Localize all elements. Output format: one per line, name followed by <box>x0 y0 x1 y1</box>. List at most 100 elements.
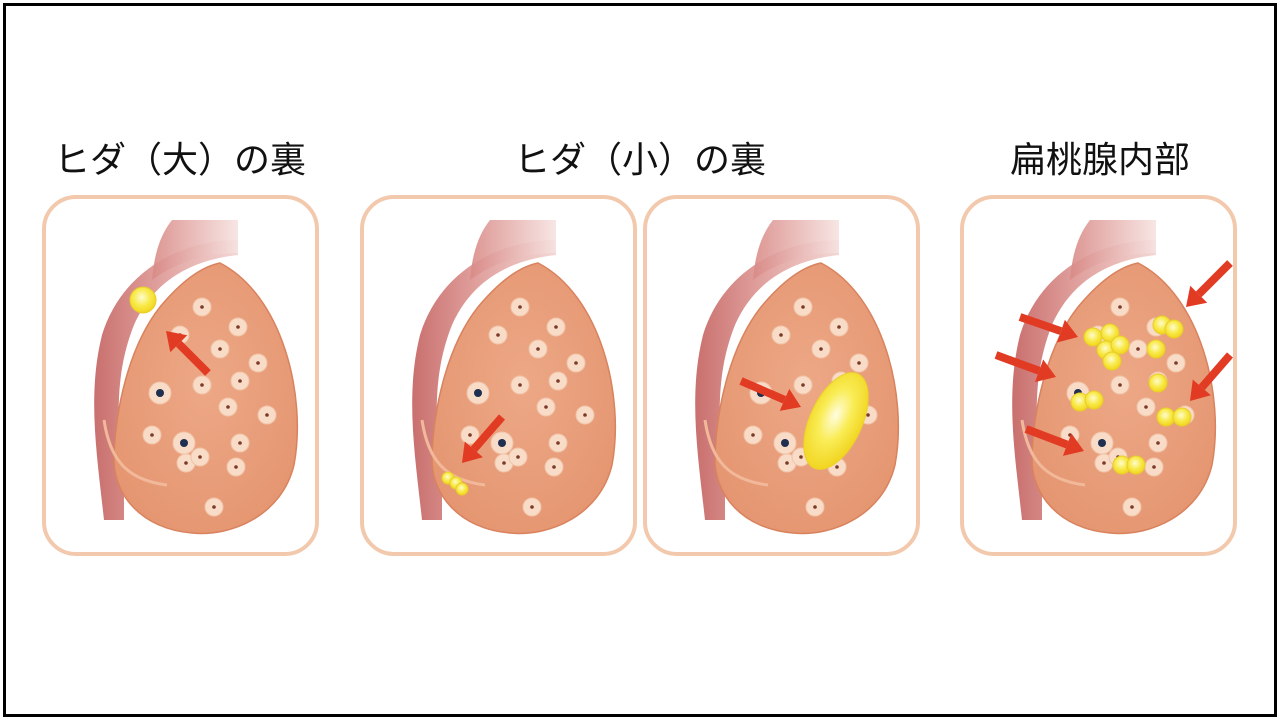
crypt-pore <box>496 333 500 337</box>
panel-small-fold-a <box>360 195 637 556</box>
arrow-shaft <box>1018 313 1063 335</box>
crypt-pore <box>218 347 222 351</box>
crypt-pore <box>198 455 202 459</box>
tonsil-stone <box>1084 390 1104 410</box>
arrow-head <box>1057 319 1078 343</box>
arrow-head <box>1186 285 1208 307</box>
fold-line <box>1020 419 1086 487</box>
crypt-pore <box>212 505 216 509</box>
arrow-shaft <box>994 351 1041 375</box>
crypt-pore <box>238 379 242 383</box>
crypt-pore <box>813 505 817 509</box>
crypt-pore <box>837 325 841 329</box>
tonsil-stone <box>1102 351 1122 371</box>
crypt-pore <box>238 441 242 445</box>
crypt-pore <box>1156 441 1160 445</box>
arrow-head <box>1062 433 1084 456</box>
crypt-pore <box>1136 347 1140 351</box>
crypt-pore <box>1118 383 1122 387</box>
arrow-head <box>462 441 483 463</box>
tonsil-stone <box>1110 335 1130 355</box>
panel-small-fold-b <box>643 195 920 556</box>
heading-tonsil-inside: 扁桃腺内部 <box>1009 140 1190 181</box>
crypt-pore <box>857 361 861 365</box>
heading-large-fold: ヒダ（大）の裏 <box>53 140 306 181</box>
crypt-pore <box>518 383 522 387</box>
crypt-pore <box>468 433 472 437</box>
fold-line <box>102 419 168 487</box>
crypt-pore <box>518 305 522 309</box>
crypt-pore <box>1174 361 1178 365</box>
crypt-pore <box>556 441 560 445</box>
tonsil-stone <box>129 286 157 314</box>
crypt-pore <box>556 379 560 383</box>
fold-pillar-top <box>753 220 839 280</box>
fold-pillar-top <box>152 220 238 280</box>
crypt-pore <box>1102 461 1106 465</box>
crypt-pore <box>583 413 587 417</box>
tonsil-stone <box>1126 455 1146 475</box>
crypt-pore <box>574 361 578 365</box>
crypt-pore <box>1118 305 1122 309</box>
crypt-pore <box>502 461 506 465</box>
tonsil-body <box>714 262 900 535</box>
arrow-shaft <box>1198 352 1234 391</box>
crypt-pore <box>200 305 204 309</box>
crypt-pore <box>781 439 789 447</box>
arrow-shaft <box>175 340 211 376</box>
tonsil-body <box>431 262 617 535</box>
crypt-pore <box>1098 439 1106 447</box>
crypt-pore <box>498 439 506 447</box>
arrow-head <box>779 388 801 411</box>
arrow-head <box>1034 359 1056 383</box>
tonsil-stone <box>1164 319 1184 339</box>
arrow-shaft <box>1195 260 1233 298</box>
crypt-pore <box>552 465 556 469</box>
crypt-pore <box>474 389 482 397</box>
crypt-pore <box>835 465 839 469</box>
crypt-pore <box>554 325 558 329</box>
heading-small-fold: ヒダ（小）の裏 <box>513 140 766 181</box>
crypt-pore <box>184 461 188 465</box>
tonsil-stone <box>1146 339 1166 359</box>
fold-pillar <box>695 220 839 520</box>
tonsil-stone <box>1156 407 1176 427</box>
crypt-pore <box>516 455 520 459</box>
fold-pillar <box>412 220 556 520</box>
crypt-pore <box>226 405 230 409</box>
tonsil-stone <box>1172 407 1192 427</box>
crypt-pore <box>801 305 805 309</box>
arrow-head <box>1190 379 1211 401</box>
crypt-pore <box>799 455 803 459</box>
crypt-pore <box>1130 505 1134 509</box>
arrow-shaft <box>739 377 787 404</box>
crypt-pore <box>801 383 805 387</box>
crypt-pore <box>751 433 755 437</box>
crypt-pore <box>819 347 823 351</box>
fold-pillar-top <box>470 220 556 280</box>
crypt-pore <box>785 461 789 465</box>
fold-line <box>703 419 769 487</box>
fold-line <box>420 419 486 487</box>
crypt-pore <box>779 333 783 337</box>
panel-large-fold <box>42 195 319 556</box>
crypt-pore <box>536 347 540 351</box>
tonsil-stone-large <box>803 372 869 470</box>
crypt-pore <box>1152 465 1156 469</box>
fold-pillar <box>1012 220 1156 520</box>
crypt-pore <box>236 325 240 329</box>
crypt-pore <box>866 413 870 417</box>
crypt-pore <box>234 465 238 469</box>
crypt-pore <box>150 433 154 437</box>
fold-pillar-top <box>1070 220 1156 280</box>
arrow-head <box>166 331 188 353</box>
crypt-pore <box>156 389 164 397</box>
crypt-pore <box>256 361 260 365</box>
crypt-pore <box>1144 405 1148 409</box>
arrow-shaft <box>470 414 506 453</box>
crypt-pore <box>265 413 269 417</box>
crypt-pore <box>180 439 188 447</box>
arrow-shaft <box>1024 425 1069 449</box>
crypt-pore <box>200 383 204 387</box>
